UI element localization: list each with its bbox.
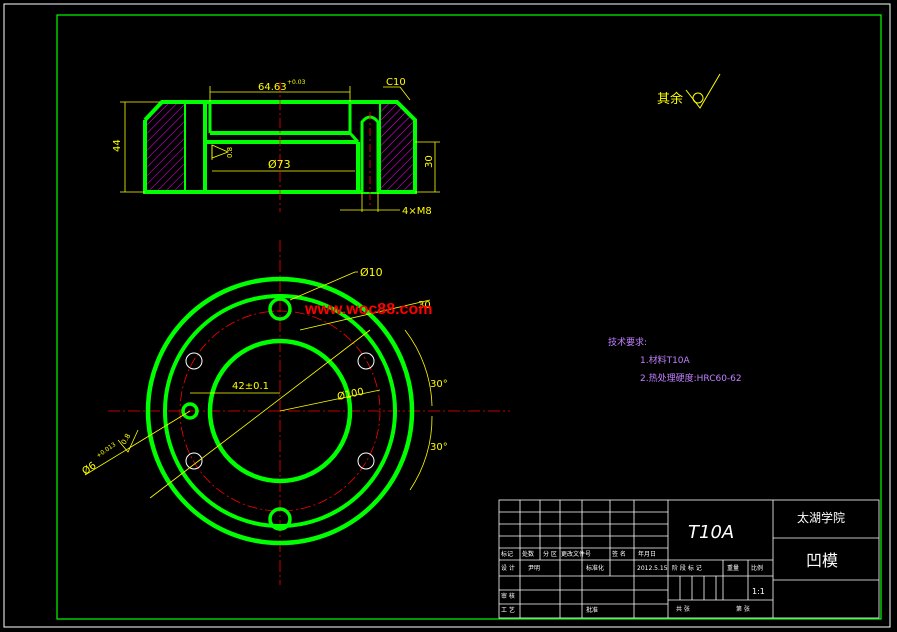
dim-pin: Ø6	[80, 459, 99, 477]
h-docno: 更改文件号	[561, 550, 591, 558]
dim-thread: 4×M8	[402, 206, 432, 217]
h-total: 共 张	[676, 605, 690, 613]
date: 2012.5.15	[637, 565, 668, 572]
dim-bolt-circle: Ø100	[336, 386, 365, 403]
watermark: www.woc88.com	[304, 301, 432, 318]
title-school: 太湖学院	[797, 510, 845, 525]
tech-req-item1: 1.材料T10A	[640, 354, 691, 366]
title-material: T10A	[688, 522, 734, 543]
h-date: 年月日	[638, 550, 656, 558]
h-sheet: 第 张	[736, 605, 750, 613]
h-review: 审 核	[501, 592, 515, 600]
bore-right-chamfer	[348, 132, 360, 143]
h-weight: 重量	[727, 564, 739, 572]
outer-frame	[3, 3, 891, 628]
dim-chamfer: C10	[386, 77, 406, 88]
dim-angle-30-top: 30	[418, 300, 431, 311]
surface-note: 其余	[657, 73, 721, 109]
section-hatch-left	[145, 102, 185, 192]
title-part-name: 凹模	[806, 551, 838, 570]
bore-circle	[207, 338, 353, 484]
title-block: T10A 太湖学院 凹模 1:1 标记 处数 分 区 更改文件号 签 名 年月日…	[498, 499, 880, 619]
h-ratio: 比例	[751, 564, 763, 572]
roughness-value-section: 0.8	[226, 147, 234, 158]
chamfer-circle	[163, 294, 397, 528]
h-std: 标准化	[586, 564, 604, 572]
plan-view: Ø10 30 42±0.1 Ø100 30° 30° Ø6 +0.013 0.8	[80, 240, 510, 585]
tech-req-item2: 2.热处理硬度:HRC60-62	[640, 372, 742, 384]
dim-height-total: 44	[112, 139, 123, 152]
section-hatch-right	[380, 102, 415, 192]
dim-angle-30-a: 30°	[430, 379, 448, 390]
dim-offset: 42±0.1	[232, 381, 269, 392]
dim-height-inner: 30	[424, 155, 435, 168]
roughness-symbol-note	[685, 73, 721, 109]
pin-hole-top	[268, 297, 292, 321]
dim-bore-width: 64.63	[258, 82, 287, 93]
designer: 尹明	[528, 565, 540, 572]
h-approve: 批准	[586, 606, 598, 614]
bolt-circle	[179, 310, 381, 512]
pin-hole-bottom	[268, 507, 292, 531]
roughness-symbol-plan	[117, 429, 139, 453]
h-process: 工 艺	[501, 606, 515, 614]
inner-frame	[56, 14, 882, 620]
dim-bore-tol: +0.03	[287, 79, 306, 86]
surface-note-text: 其余	[657, 91, 683, 107]
h-count: 处数	[522, 550, 534, 558]
h-stage: 阶 段 标 记	[672, 564, 702, 572]
title-scale: 1:1	[752, 587, 765, 596]
dim-angle-30-b: 30°	[430, 442, 448, 453]
tech-req-title: 技术要求:	[608, 336, 647, 348]
outer-circle	[145, 276, 415, 546]
dim-hole: Ø10	[360, 266, 383, 279]
h-sign: 签 名	[612, 550, 626, 558]
h-design: 设 计	[501, 564, 515, 572]
pin-hole-left	[181, 402, 199, 420]
section-view: 64.63 +0.03 C10 44 30 Ø73 4×M8 0.8	[112, 77, 440, 217]
h-mark: 标记	[501, 550, 513, 558]
tech-requirements: 技术要求: 1.材料T10A 2.热处理硬度:HRC60-62	[608, 336, 742, 384]
dim-dia: Ø73	[268, 158, 291, 171]
h-zone: 分 区	[543, 550, 557, 558]
